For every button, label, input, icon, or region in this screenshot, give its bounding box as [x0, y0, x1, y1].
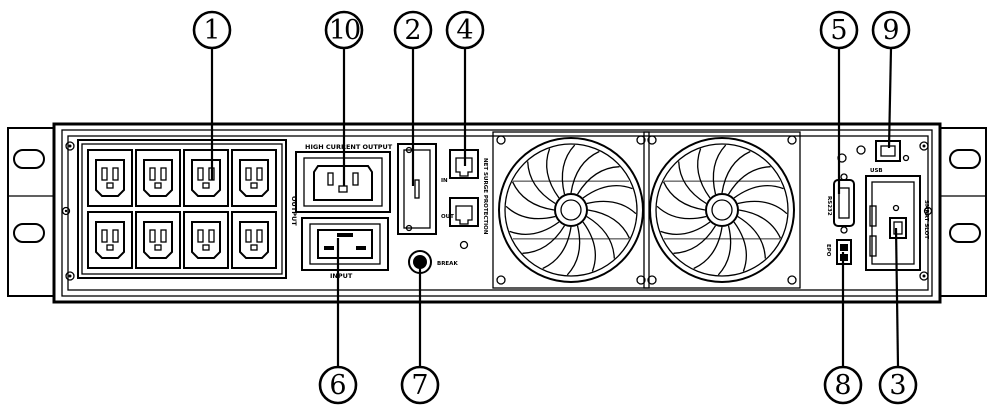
screw-icon [647, 135, 657, 145]
input-label: INPUT [330, 272, 353, 280]
callout-10: 10 [324, 10, 364, 50]
input-circuit-breaker[interactable]: BREAK [408, 250, 458, 274]
callout-5: 5 [819, 10, 859, 50]
iec-c13-outlet-1[interactable] [87, 149, 133, 207]
rs232-label: RS232 [826, 196, 832, 216]
iec-c13-outlet-7[interactable] [183, 211, 229, 269]
iec-c13-outlet-5[interactable] [87, 211, 133, 269]
high-current-output-label: HIGH CURRENT OUTPUT [305, 143, 393, 151]
screw-icon [787, 135, 797, 145]
ac-input-inlet: INPUT [301, 217, 389, 280]
callout-2: 2 [393, 10, 433, 50]
screw-icon [636, 135, 646, 145]
callout-7: 7 [400, 365, 440, 405]
callout-4: 4 [445, 10, 485, 50]
usb-port[interactable] [875, 140, 901, 162]
rs232-port[interactable] [833, 179, 855, 227]
iec-c13-outlet-2[interactable] [135, 149, 181, 207]
cooling-fans [492, 131, 801, 289]
rj45-out-port[interactable] [449, 197, 479, 227]
callout-number: 1 [203, 15, 220, 46]
smart-slot-label: SMART SLOT [923, 200, 929, 239]
fan-1 [492, 131, 650, 289]
screw-icon [496, 275, 506, 285]
callout-number: 5 [830, 15, 847, 46]
expansion-slot-cover [397, 143, 437, 235]
in-label: IN [441, 178, 448, 184]
callout-8: 8 [823, 365, 863, 405]
callout-number: 9 [882, 15, 899, 46]
screw-icon [61, 141, 933, 281]
output-outlet-panel: OUTPUT [77, 139, 298, 279]
callout-number: 10 [329, 15, 360, 46]
iec-c13-outlet-4[interactable] [231, 149, 277, 207]
out-label: OUT [441, 214, 454, 220]
epo-port-block: EPO [825, 239, 852, 265]
callout-1: 1 [192, 10, 232, 50]
callout-number: 7 [411, 370, 428, 401]
rs232-port-block: RS232 [826, 153, 855, 234]
right-rack-ear [939, 127, 987, 297]
left-rack-ear [7, 127, 55, 297]
screw-icon [647, 275, 657, 285]
smart-slot: SMART SLOT [865, 175, 929, 271]
usb-port-block: USB [856, 140, 910, 174]
callout-number: 2 [404, 15, 421, 46]
chassis [52, 122, 942, 304]
callout-leaders [210, 47, 900, 367]
breaker-label: BREAK [437, 261, 458, 267]
surge-protection-label: NET SURGE PROTECTION [482, 158, 488, 235]
callout-6: 6 [318, 365, 358, 405]
epo-label: EPO [825, 244, 831, 257]
callout-9: 9 [871, 10, 911, 50]
iec-c13-outlet-8[interactable] [231, 211, 277, 269]
callout-number: 4 [456, 15, 473, 46]
iec-c13-outlet-3[interactable] [183, 149, 229, 207]
screw-icon [636, 275, 646, 285]
callout-number: 3 [889, 370, 906, 401]
callout-3: 3 [878, 365, 918, 405]
callout-markers: 1 2 3 4 5 6 7 8 9 10 [192, 10, 918, 405]
screw-icon [496, 135, 506, 145]
fan-2 [643, 131, 801, 289]
screw-icon [787, 275, 797, 285]
callout-number: 8 [834, 370, 851, 401]
outlet-group [87, 149, 277, 269]
usb-label: USB [870, 168, 883, 174]
output-label: OUTPUT [290, 196, 298, 226]
iec-c13-outlet-6[interactable] [135, 211, 181, 269]
callout-number: 6 [329, 370, 346, 401]
